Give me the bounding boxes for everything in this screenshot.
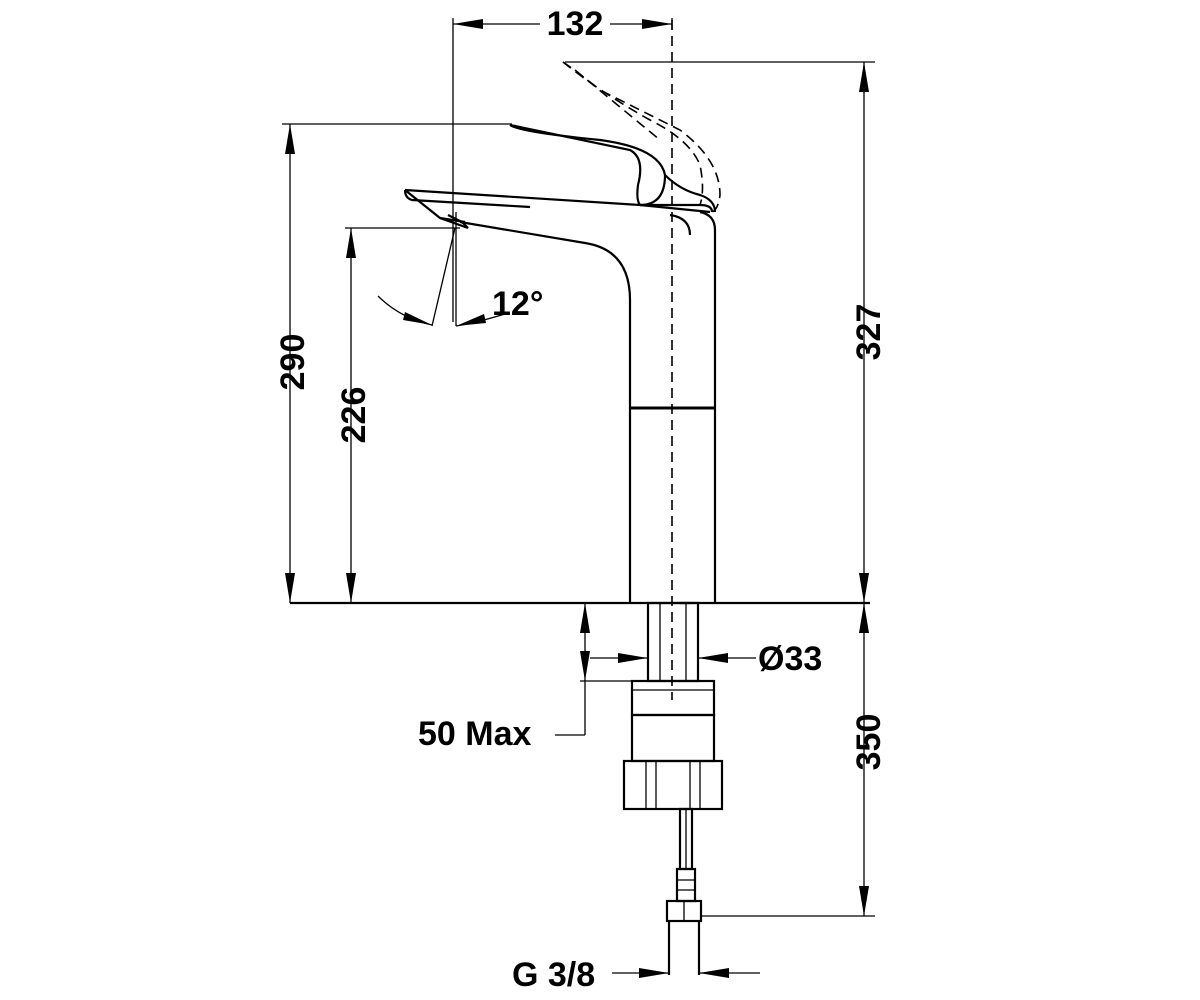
dim-handle-height: 327 — [565, 61, 888, 603]
dim-tube-diameter: Ø33 — [590, 640, 822, 678]
dim-tube-diameter-label: Ø33 — [758, 640, 822, 678]
dim-hose-length-label: 350 — [850, 714, 888, 771]
dim-tilt-angle: 12° — [377, 212, 543, 327]
dim-tilt-angle-label: 12° — [492, 285, 543, 323]
dim-max-thickness: 50 Max — [418, 603, 632, 753]
dim-connection-thread: G 3/8 — [512, 956, 760, 994]
dim-handle-height-label: 327 — [850, 304, 888, 361]
mounting-parts — [622, 601, 724, 975]
dim-max-thickness-label: 50 Max — [418, 715, 531, 753]
dim-connection-thread-label: G 3/8 — [512, 956, 595, 994]
faucet-body — [403, 20, 721, 700]
dim-spout-top-height: 290 — [274, 123, 512, 603]
dim-spout-top-height-label: 290 — [274, 334, 312, 391]
dim-top-width: 132 — [452, 5, 673, 322]
dim-top-width-label: 132 — [547, 5, 604, 43]
dim-hose-length: 350 — [700, 603, 888, 917]
dim-outlet-height: 226 — [335, 227, 460, 603]
dim-outlet-height-label: 226 — [335, 387, 373, 444]
